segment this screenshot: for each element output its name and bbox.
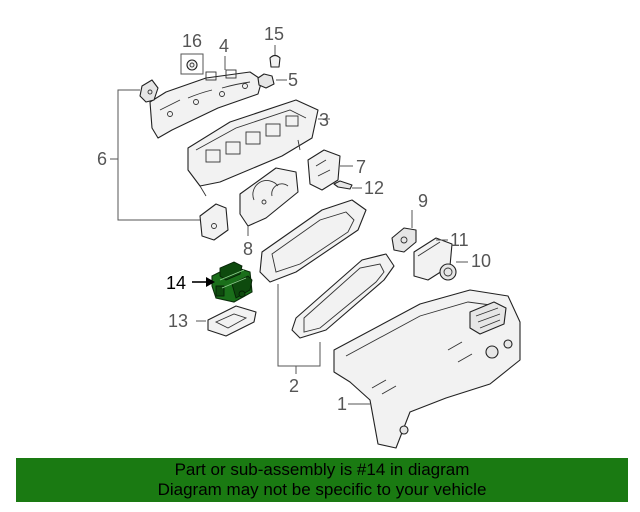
part-2-leader: [277, 284, 321, 374]
callout-2: 2: [289, 376, 299, 396]
callout-14: 14: [166, 273, 186, 293]
part-13-bracket[interactable]: [196, 305, 257, 337]
callout-5: 5: [288, 70, 298, 90]
part-4-printed-circuit[interactable]: [149, 56, 263, 139]
part-12-screw[interactable]: [333, 180, 362, 190]
part-5-socket[interactable]: [257, 73, 287, 89]
callout-4: 4: [219, 36, 229, 56]
callout-6: 6: [97, 149, 107, 169]
part-16-clip[interactable]: [180, 53, 204, 75]
part-10-knob[interactable]: [439, 261, 468, 281]
parts-diagram: 1 2 3 4 5 6 7 8 9 10 11 12 13 14 15 16: [97, 24, 521, 449]
callout-9: 9: [418, 191, 428, 211]
callout-11: 11: [450, 230, 469, 250]
callout-15: 15: [264, 24, 284, 44]
callout-13: 13: [168, 311, 188, 331]
part-14-highlighted-assembly[interactable]: [211, 261, 253, 303]
info-banner: Part or sub-assembly is #14 in diagram D…: [16, 458, 628, 502]
part-9-sensor[interactable]: [391, 210, 417, 253]
part-14-arrow: [192, 277, 215, 287]
callout-10: 10: [471, 251, 491, 271]
banner-line-1: Part or sub-assembly is #14 in diagram: [174, 460, 470, 479]
part-3-housing[interactable]: [187, 99, 330, 197]
part-6-bracket-leader: [110, 89, 204, 221]
callout-1: 1: [337, 394, 347, 414]
part-6-upper-bracket[interactable]: [139, 79, 159, 103]
part-2-bezel[interactable]: [259, 199, 395, 339]
part-6-lower-bracket[interactable]: [199, 203, 229, 241]
callout-7: 7: [356, 157, 366, 177]
callout-8: 8: [243, 239, 253, 259]
part-7-module[interactable]: [307, 149, 353, 191]
callout-12: 12: [364, 178, 384, 198]
callout-16: 16: [182, 31, 202, 51]
callout-3: 3: [319, 110, 329, 130]
part-1-instrument-panel[interactable]: [333, 289, 521, 449]
part-15-bulb[interactable]: [269, 45, 281, 68]
banner-line-2: Diagram may not be specific to your vehi…: [157, 480, 487, 499]
part-8-gauge-dial[interactable]: [239, 167, 299, 236]
